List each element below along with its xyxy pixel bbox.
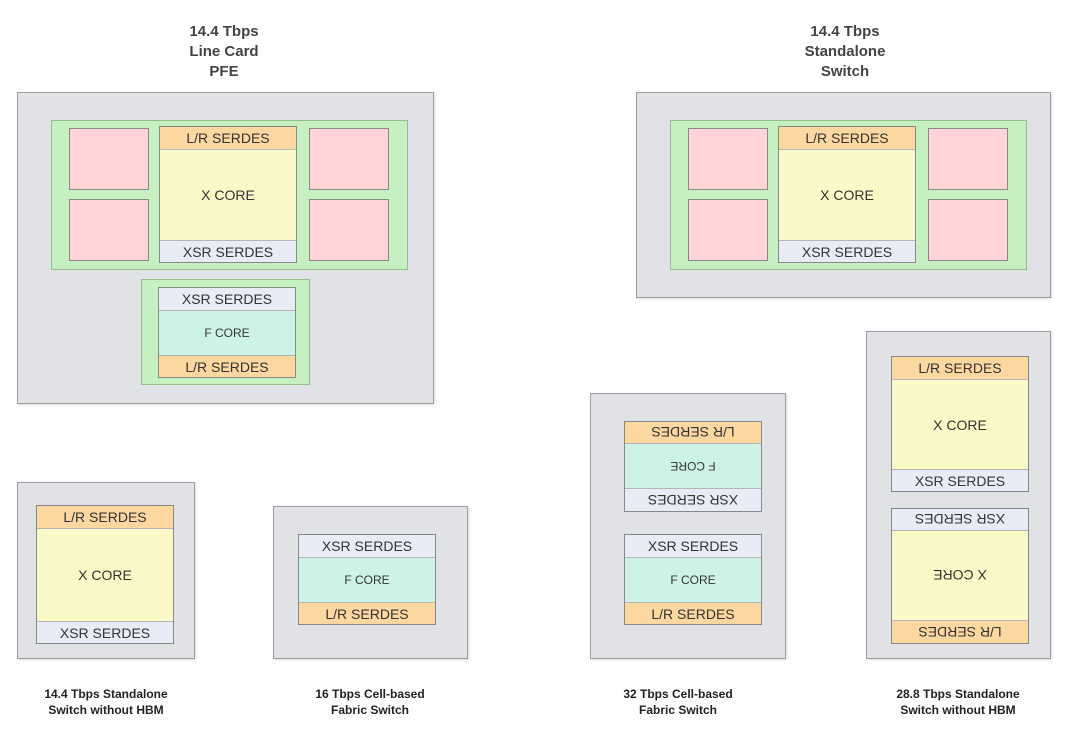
caption-line: 14.4 Tbps Standalone	[44, 687, 168, 701]
xsr-serdes: XSR SERDES	[892, 509, 1028, 531]
caption-line: 32 Tbps Cell-based	[623, 687, 733, 701]
lr-serdes: L/R SERDES	[892, 357, 1028, 379]
xsr-serdes: XSR SERDES	[892, 469, 1028, 491]
x-core-chip: L/R SERDES X CORE XSR SERDES	[36, 505, 174, 644]
title-line: Line Card	[189, 43, 259, 60]
cell-fabric-16-package: XSR SERDES F CORE L/R SERDES	[273, 506, 468, 659]
hbm-stack	[928, 199, 1008, 261]
lr-serdes: L/R SERDES	[37, 506, 173, 528]
cell-fabric-16-caption: 16 Tbps Cell-based Fabric Switch	[270, 686, 470, 718]
f-core: F CORE	[159, 310, 295, 355]
f-core-chip: XSR SERDES F CORE L/R SERDES	[158, 287, 296, 378]
lr-serdes: L/R SERDES	[892, 621, 1028, 643]
caption-line: Switch without HBM	[900, 703, 1016, 717]
xsr-serdes: XSR SERDES	[299, 535, 435, 557]
f-core-chip: XSR SERDES F CORE L/R SERDES	[298, 534, 436, 625]
lr-serdes: L/R SERDES	[779, 127, 915, 149]
x-core-chip: L/R SERDES X CORE XSR SERDES	[891, 356, 1029, 492]
standalone-no-hbm-28-caption: 28.8 Tbps Standalone Switch without HBM	[858, 686, 1058, 718]
f-core-chip-rotated: XSR SERDES F CORE L/R SERDES	[624, 421, 762, 512]
xsr-serdes: XSR SERDES	[625, 535, 761, 557]
x-core: X CORE	[779, 149, 915, 240]
x-core: X CORE	[37, 528, 173, 621]
caption-line: Fabric Switch	[638, 703, 718, 717]
standalone-no-hbm-14-caption: 14.4 Tbps Standalone Switch without HBM	[6, 686, 206, 718]
title-line: 14.4 Tbps	[189, 23, 259, 40]
hbm-stack	[69, 128, 149, 190]
caption-line: Switch without HBM	[48, 703, 164, 717]
lr-serdes: L/R SERDES	[625, 422, 761, 444]
f-core: F CORE	[625, 557, 761, 602]
xsr-serdes: XSR SERDES	[779, 240, 915, 262]
caption-line: Fabric Switch	[330, 703, 410, 717]
x-core: X CORE	[892, 379, 1028, 469]
x-core-chip-rotated: L/R SERDES X CORE XSR SERDES	[891, 508, 1029, 644]
xsr-serdes: XSR SERDES	[159, 288, 295, 310]
line-card-pfe-title: 14.4 Tbps Line Card PFE	[124, 22, 324, 82]
title-line: 14.4 Tbps	[810, 23, 880, 40]
standalone-switch-package: L/R SERDES X CORE XSR SERDES	[636, 92, 1051, 298]
lr-serdes: L/R SERDES	[160, 127, 296, 149]
caption-line: 28.8 Tbps Standalone	[896, 687, 1020, 701]
cell-fabric-32-package: XSR SERDES F CORE L/R SERDES XSR SERDES …	[590, 393, 786, 659]
f-core: F CORE	[625, 444, 761, 489]
x-chip-interposer: L/R SERDES X CORE XSR SERDES	[51, 120, 408, 270]
hbm-stack	[69, 199, 149, 261]
xsr-serdes: XSR SERDES	[625, 489, 761, 511]
hbm-stack	[309, 128, 389, 190]
x-core: X CORE	[160, 149, 296, 240]
standalone-no-hbm-28-package: L/R SERDES X CORE XSR SERDES L/R SERDES …	[866, 331, 1051, 659]
hbm-stack	[688, 199, 768, 261]
x-core-chip: L/R SERDES X CORE XSR SERDES	[778, 126, 916, 263]
x-chip-interposer: L/R SERDES X CORE XSR SERDES	[670, 120, 1027, 270]
hbm-stack	[688, 128, 768, 190]
line-card-pfe-package: L/R SERDES X CORE XSR SERDES XSR SERDES …	[17, 92, 434, 404]
f-chip-interposer: XSR SERDES F CORE L/R SERDES	[141, 279, 310, 385]
title-line: Switch	[820, 63, 870, 80]
lr-serdes: L/R SERDES	[299, 602, 435, 624]
title-line: PFE	[209, 63, 239, 80]
f-core: F CORE	[299, 557, 435, 602]
x-core-chip: L/R SERDES X CORE XSR SERDES	[159, 126, 297, 263]
lr-serdes: L/R SERDES	[159, 355, 295, 377]
f-core-chip: XSR SERDES F CORE L/R SERDES	[624, 534, 762, 625]
hbm-stack	[309, 199, 389, 261]
xsr-serdes: XSR SERDES	[37, 621, 173, 643]
xsr-serdes: XSR SERDES	[160, 240, 296, 262]
caption-line: 16 Tbps Cell-based	[315, 687, 425, 701]
lr-serdes: L/R SERDES	[625, 602, 761, 624]
cell-fabric-32-caption: 32 Tbps Cell-based Fabric Switch	[578, 686, 778, 718]
standalone-no-hbm-14-package: L/R SERDES X CORE XSR SERDES	[17, 482, 195, 659]
x-core: X CORE	[892, 531, 1028, 621]
standalone-switch-title: 14.4 Tbps Standalone Switch	[745, 22, 945, 82]
hbm-stack	[928, 128, 1008, 190]
title-line: Standalone	[804, 43, 886, 60]
